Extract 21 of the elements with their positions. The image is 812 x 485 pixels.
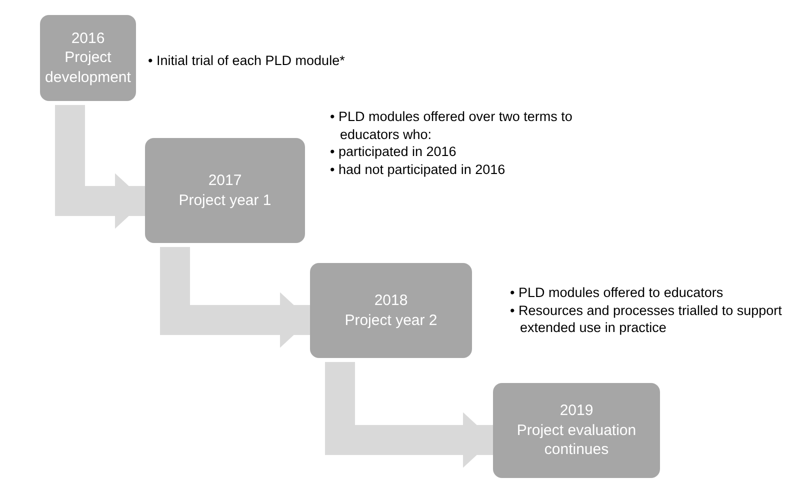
stage-box bbox=[310, 263, 472, 358]
bullet-text: • PLD modules offered to educators bbox=[510, 284, 724, 302]
bent-arrow bbox=[160, 247, 310, 348]
bullet-text: • PLD modules offered over two terms to educators who: bbox=[330, 108, 574, 144]
stage-title: Project development bbox=[44, 48, 132, 88]
stage-box bbox=[493, 383, 660, 478]
year-label: 2016 bbox=[71, 28, 105, 48]
stage-title: Project year 1 bbox=[178, 190, 272, 210]
bent-arrow bbox=[55, 105, 145, 229]
bullet-text: • Initial trial of each PLD module* bbox=[148, 52, 346, 70]
year-label: 2019 bbox=[560, 401, 594, 421]
bullet-text: • Resources and processes trialled to support extended use in practice bbox=[510, 302, 783, 337]
stage-title: Project evaluation continues bbox=[516, 420, 638, 460]
year-label: 2018 bbox=[374, 291, 408, 310]
year-label: 2017 bbox=[208, 171, 242, 190]
bullet-text: • had not participated in 2016 bbox=[330, 160, 506, 178]
stage-box bbox=[145, 138, 305, 243]
bullet-text: • participated in 2016 bbox=[330, 143, 458, 161]
stage-title: Project year 2 bbox=[344, 310, 438, 330]
stage-box bbox=[40, 15, 136, 101]
bent-arrow bbox=[325, 362, 493, 468]
